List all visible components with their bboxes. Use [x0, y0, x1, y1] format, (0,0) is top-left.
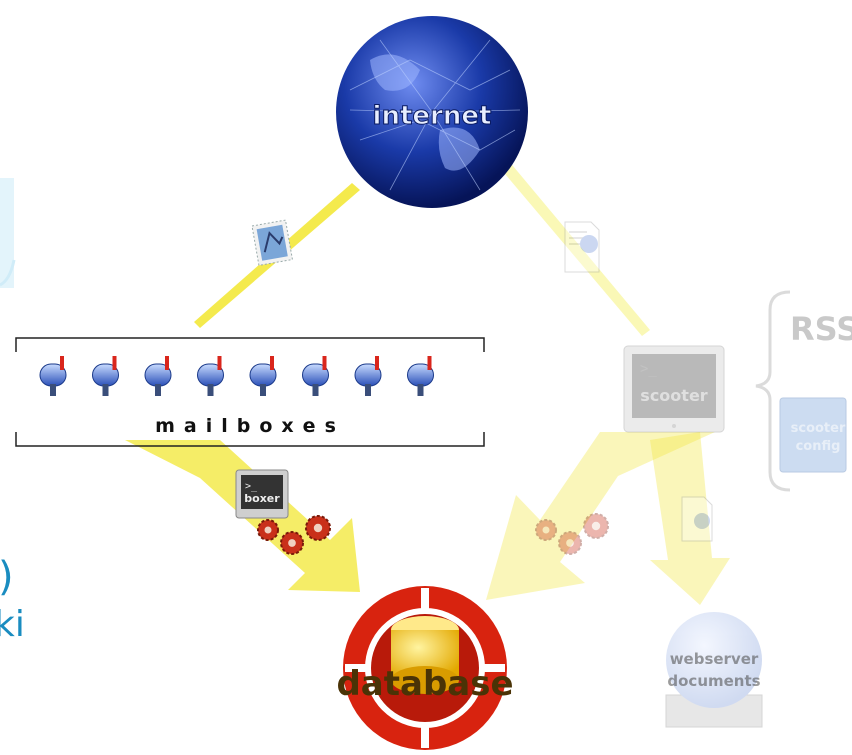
scooter-config-icon	[779, 397, 847, 473]
webserver-icon	[665, 612, 763, 728]
document-icon-2	[681, 496, 713, 542]
arrow-scooter-to-webserver	[650, 432, 730, 605]
scooter-config-label-1: scooter	[791, 421, 846, 436]
arrow-scooter-to-database	[486, 432, 715, 600]
mailbox-icon	[407, 356, 434, 396]
rss-label: RSS	[790, 310, 852, 348]
globe-icon	[336, 16, 528, 208]
mailbox-icon	[249, 356, 277, 396]
beam-internet-to-scooter	[500, 160, 650, 336]
rss-brace	[755, 290, 791, 492]
database-label: database	[336, 664, 513, 704]
left-paren-fragment: )	[0, 554, 14, 600]
mailbox-icon	[39, 356, 67, 396]
mailbox-icon	[354, 356, 382, 396]
webserver-label-1: webserver	[670, 650, 759, 668]
mailboxes-label: mailboxes	[155, 415, 345, 437]
mailbox-icon	[197, 356, 224, 396]
mailbox-row	[39, 356, 434, 396]
mailbox-icon	[302, 356, 329, 396]
scooter-prompt: >_	[640, 361, 657, 377]
left-cut-decoration	[0, 178, 16, 288]
gear-icon-faded	[535, 513, 609, 555]
internet-label: internet	[373, 101, 492, 131]
stamp-icon	[251, 219, 294, 266]
webserver-label-2: documents	[667, 672, 760, 690]
scooter-label: scooter	[640, 386, 707, 405]
gear-icon	[257, 515, 331, 555]
mailbox-icon	[92, 356, 119, 396]
left-word-fragment: ki	[0, 604, 25, 645]
boxer-label: boxer	[244, 492, 280, 505]
scooter-terminal-icon	[623, 345, 725, 433]
database-icon	[343, 586, 507, 750]
scooter-config-label-2: config	[796, 439, 841, 454]
document-icon	[564, 221, 600, 273]
mailbox-icon	[144, 356, 172, 396]
boxer-prompt: >_	[245, 481, 258, 492]
terminal-icon	[235, 469, 289, 519]
mailboxes-group	[15, 337, 485, 447]
